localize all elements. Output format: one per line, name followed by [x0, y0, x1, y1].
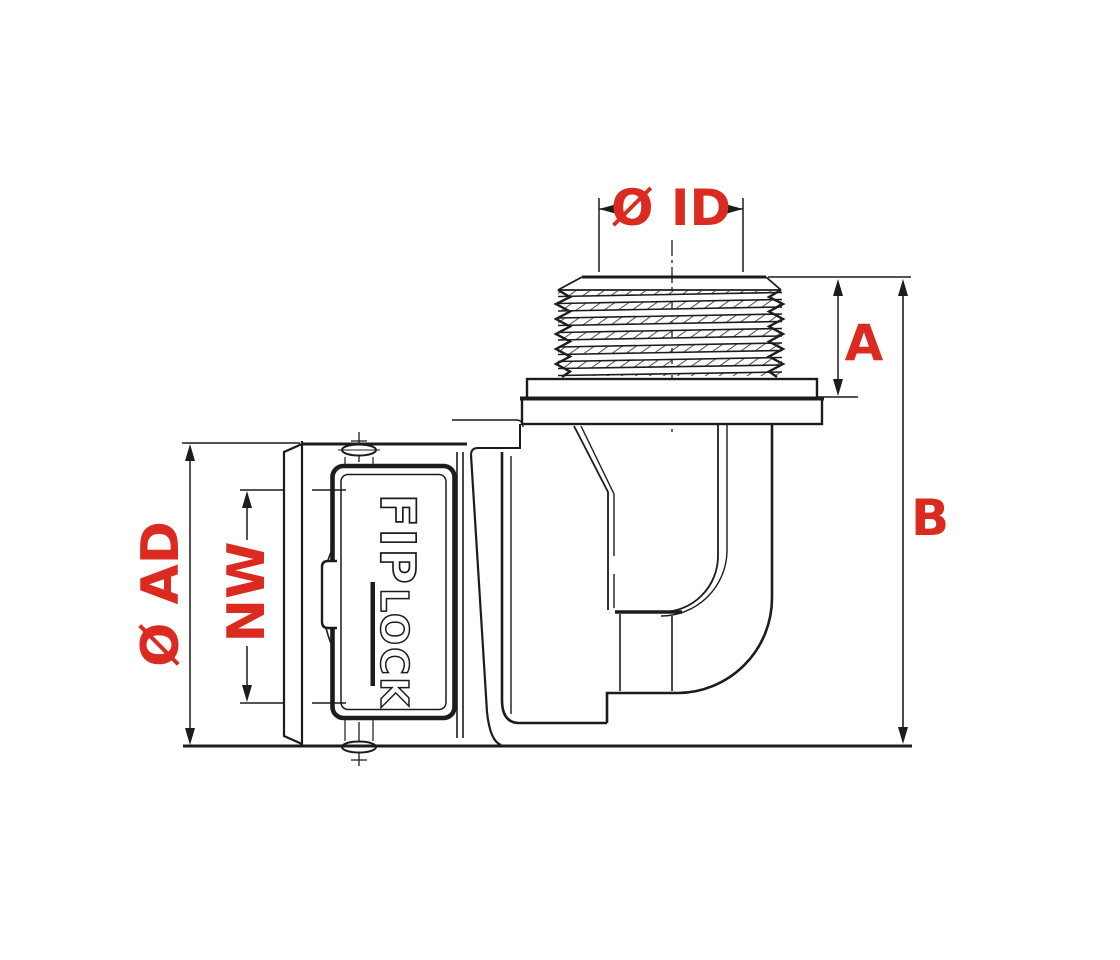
thread-right-profile: [766, 288, 786, 378]
ad-arrow-top: [185, 444, 195, 461]
inner-bend-arc: [661, 555, 719, 613]
flange-plate-lower: [520, 397, 824, 426]
id-arrow-right: [725, 204, 743, 214]
dimension-b: B: [898, 279, 949, 744]
logo-text-lock: LOCK: [372, 588, 416, 709]
flange-plate-upper: [525, 377, 819, 400]
a-arrow-top: [833, 279, 843, 296]
bottom-pivot: [338, 718, 380, 766]
b-arrow-bottom: [898, 727, 908, 744]
id-extension-lines: [598, 198, 744, 272]
dimension-id: Ø ID: [598, 179, 744, 272]
id-label: Ø ID: [611, 179, 731, 237]
dimension-a: A: [817, 279, 884, 398]
id-arrow-left: [599, 204, 617, 214]
nw-arrow-bottom: [242, 685, 252, 702]
top-pivot: [338, 432, 380, 466]
nw-label: NW: [217, 542, 277, 643]
elbow-body: [452, 419, 774, 747]
logo-underline: [370, 582, 375, 686]
dimension-ad: Ø AD: [131, 442, 300, 745]
thread-crests: [556, 293, 783, 375]
a-arrow-bottom: [833, 379, 843, 396]
thread-hatching: [558, 291, 782, 376]
thread-lines: [557, 291, 783, 377]
dimension-nw: NW: [217, 489, 346, 704]
conduit-connector: FIP LOCK: [282, 432, 467, 766]
male-thread: [553, 275, 786, 378]
ad-arrow-bottom: [185, 728, 195, 745]
thread-top-face: [557, 276, 782, 291]
flange: [520, 377, 824, 426]
latch-tab: [320, 559, 337, 630]
thread-left-profile: [553, 288, 573, 378]
nw-arrow-top: [242, 491, 252, 508]
a-label: A: [845, 314, 884, 372]
ad-label: Ø AD: [131, 521, 191, 667]
b-label: B: [911, 489, 949, 547]
collar-edges: [456, 452, 464, 738]
b-arrow-top: [898, 279, 908, 296]
side-strip: [282, 442, 303, 746]
logo-text-fip: FIP: [369, 494, 425, 586]
fiplock-logo: FIP LOCK: [368, 493, 426, 709]
outer-bend-arc: [677, 597, 774, 695]
